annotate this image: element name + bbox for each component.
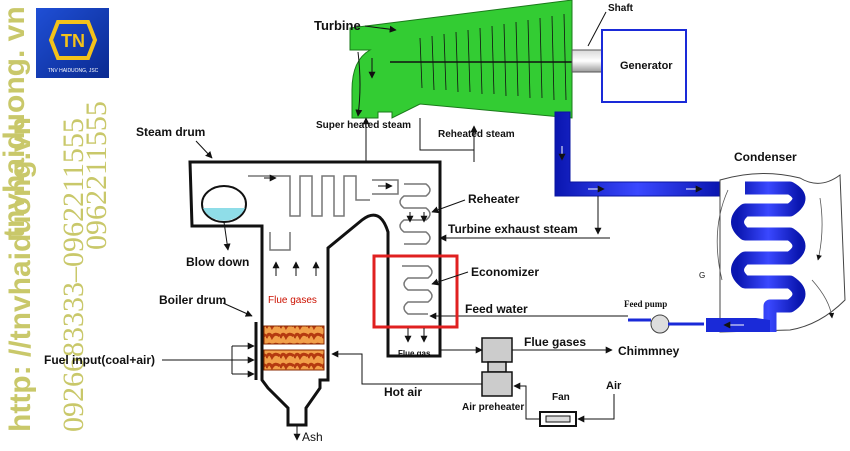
watermark-url: http: //tnvhaiduong.vn bbox=[4, 117, 37, 432]
label-blow-down: Blow down bbox=[186, 255, 249, 269]
label-g: G bbox=[699, 271, 705, 280]
label-feed-pump: Feed pump bbox=[624, 299, 667, 309]
watermark-site: tnvhaiduong. vn bbox=[0, 6, 31, 238]
label-hot-air: Hot air bbox=[384, 385, 422, 399]
label-fan: Fan bbox=[552, 392, 570, 403]
label-super-heated-steam: Super heated steam bbox=[316, 120, 411, 131]
boiler bbox=[188, 160, 442, 427]
label-air: Air bbox=[606, 380, 622, 392]
label-shaft: Shaft bbox=[608, 3, 634, 14]
fire-bed-lower bbox=[263, 349, 325, 371]
company-logo: TN TNV HAIDUONG, JSC bbox=[36, 8, 109, 78]
label-reheater: Reheater bbox=[468, 192, 520, 206]
generator bbox=[601, 29, 687, 103]
label-reheated-steam: Reheated steam bbox=[438, 129, 515, 140]
label-condenser: Condenser bbox=[734, 150, 797, 164]
condenser bbox=[706, 173, 846, 333]
label-generator: Generator bbox=[620, 60, 673, 72]
superheater-coils bbox=[248, 175, 431, 251]
shaft bbox=[571, 49, 603, 73]
label-steam-drum: Steam drum bbox=[136, 125, 205, 139]
label-air-preheater: Air preheater bbox=[462, 402, 524, 413]
label-flue-gases-inside: Flue gases bbox=[268, 295, 317, 306]
feed-pump bbox=[650, 314, 670, 334]
label-flue-gas-small: Flue gas bbox=[398, 349, 431, 358]
turbine-blades bbox=[419, 13, 567, 101]
label-boiler-drum: Boiler drum bbox=[159, 293, 226, 307]
air-preheater bbox=[481, 337, 513, 397]
watermark-phones-top: 0962211555 bbox=[80, 101, 113, 250]
fire-bed-upper bbox=[263, 325, 325, 345]
label-flue-gases: Flue gases bbox=[524, 335, 586, 349]
turbine bbox=[349, 0, 573, 119]
watermark-phones-left: 0926683333–0962211555 bbox=[57, 118, 90, 432]
label-fuel-input: Fuel input(coal+air) bbox=[44, 353, 155, 367]
exhaust-pipe bbox=[554, 111, 721, 197]
svg-text:TN: TN bbox=[61, 31, 85, 51]
economizer-coil bbox=[402, 265, 433, 315]
label-feed-water: Feed water bbox=[465, 302, 528, 316]
label-chimmney: Chimmney bbox=[618, 344, 680, 358]
label-ash: Ash bbox=[302, 430, 323, 444]
logo-caption: TNV HAIDUONG, JSC bbox=[48, 68, 99, 74]
label-economizer: Economizer bbox=[471, 265, 539, 279]
economizer-highlight bbox=[372, 254, 459, 329]
steam-drum bbox=[201, 185, 247, 223]
label-turbine-exhaust-steam: Turbine exhaust steam bbox=[448, 222, 578, 236]
label-turbine: Turbine bbox=[314, 18, 361, 33]
